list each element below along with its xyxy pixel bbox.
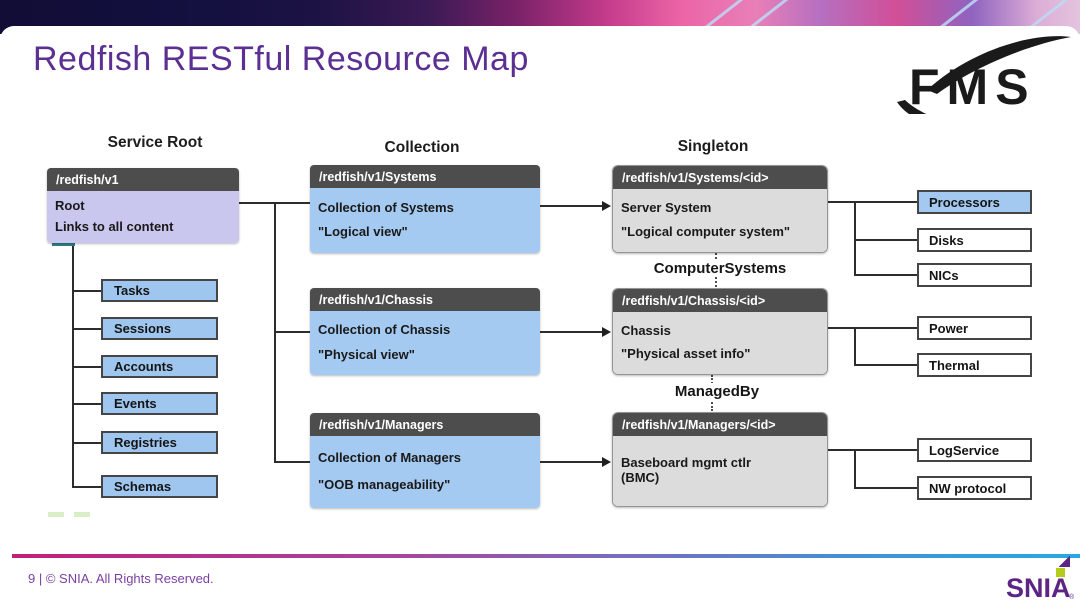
node-manager-singleton-path: /redfish/v1/Managers/<id> [613,413,827,436]
leaf-events: Events [101,392,218,415]
connector-to-chassis-collection [274,331,310,333]
leaf-thermal: Thermal [917,353,1032,377]
connector-branch-logservice [854,449,917,451]
connector-chassis-trunk [854,327,856,366]
node-system-singleton-line1: Server System [621,200,712,216]
node-chassis-collection-line2: "Physical view" [318,346,415,362]
node-systems-collection-line1: Collection of Systems [318,199,454,215]
node-manager-singleton-line2: (BMC) [621,470,660,485]
connector-branch-registries [72,442,101,444]
node-chassis-collection-line1: Collection of Chassis [318,322,451,338]
fms-top-swoosh [927,36,1071,94]
node-system-singleton-path: /redfish/v1/Systems/<id> [613,166,827,189]
fms-bottom-swoosh [897,100,927,114]
connector-branch-sessions [72,328,101,330]
connector-branch-accounts [72,366,101,368]
leaf-schemas: Schemas [101,475,218,498]
node-manager-singleton: /redfish/v1/Managers/<id> Baseboard mgmt… [612,412,828,507]
node-managers-collection-body: Collection of Managers "OOB manageabilit… [310,436,540,508]
footer-gradient-rule [12,554,1080,558]
connector-manager-trunk [854,449,856,488]
node-chassis-collection: /redfish/v1/Chassis Collection of Chassi… [310,288,540,375]
footer-copyright: 9 | © SNIA. All Rights Reserved. [28,571,214,586]
column-header-service-root: Service Root [107,134,203,151]
node-systems-collection-body: Collection of Systems "Logical view" [310,188,540,253]
node-system-singleton: /redfish/v1/Systems/<id> Server System "… [612,165,828,253]
leaf-power: Power [917,316,1032,340]
fms-logo: FMS [897,36,1071,114]
node-managers-collection-path: /redfish/v1/Managers [310,413,540,436]
node-managers-collection: /redfish/v1/Managers Collection of Manag… [310,413,540,508]
node-managers-collection-line1: Collection of Managers [318,450,462,466]
node-systems-collection-line2: "Logical view" [318,224,408,240]
arrow-head-systems [602,201,611,211]
leaf-sessions: Sessions [101,317,218,340]
node-managers-collection-line2: "OOB manageability" [318,477,451,492]
connector-branch-nwprotocol [854,487,917,489]
connector-branch-events [72,403,101,405]
node-chassis-singleton-line2: "Physical asset info" [621,346,751,362]
column-header-collection: Collection [384,139,460,156]
node-chassis-singleton-body: Chassis "Physical asset info" [613,312,827,374]
node-service-root-path: /redfish/v1 [47,168,239,191]
arrow-line-managers [540,461,602,463]
node-systems-collection: /redfish/v1/Systems Collection of System… [310,165,540,253]
leaf-nics: NICs [917,263,1032,287]
node-system-singleton-body: Server System "Logical computer system" [613,189,827,252]
arrow-head-managers [602,457,611,467]
node-chassis-singleton: /redfish/v1/Chassis/<id> Chassis "Physic… [612,288,828,375]
node-chassis-collection-path: /redfish/v1/Chassis [310,288,540,311]
column-header-singleton: Singleton [677,138,749,155]
leaf-disks: Disks [917,228,1032,252]
relation-managedby: ManagedBy [656,383,778,400]
node-service-root-line2: Links to all content [55,218,174,234]
leaf-nwprotocol: NW protocol [917,476,1032,500]
snia-logo: SNIA ® [1006,556,1075,600]
snia-logo-text: SNIA [1006,573,1071,600]
connector-branch-power [854,327,917,329]
arrow-line-systems [540,205,602,207]
node-manager-singleton-line1: Baseboard mgmt ctlr [621,455,752,471]
snia-registered-mark: ® [1069,593,1075,600]
connector-system-out [828,201,855,203]
leaf-registries: Registries [101,431,218,454]
fms-logo-text: FMS [909,59,1036,114]
node-service-root: /redfish/v1 Root Links to all content [47,168,239,243]
node-manager-singleton-body: Baseboard mgmt ctlr (BMC) [613,436,827,506]
leaf-processors: Processors [917,190,1032,214]
scan-artifact-mark [48,512,92,517]
connector-chassis-out [828,327,855,329]
connector-branch-processors [854,201,917,203]
connector-branch-tasks [72,290,101,292]
slide-card [0,26,1080,602]
arrow-head-chassis [602,327,611,337]
node-system-singleton-line2: "Logical computer system" [621,224,791,239]
relation-computersystems: ComputerSystems [640,260,800,277]
node-service-root-body: Root Links to all content [47,191,239,243]
connector-branch-schemas [72,486,101,488]
node-chassis-singleton-line1: Chassis [621,322,671,338]
node-chassis-collection-body: Collection of Chassis "Physical view" [310,311,540,375]
connector-branch-thermal [854,364,917,366]
node-chassis-singleton-path: /redfish/v1/Chassis/<id> [613,289,827,312]
leaf-accounts: Accounts [101,355,218,378]
node-systems-collection-path: /redfish/v1/Systems [310,165,540,188]
snia-arrow-mark [1058,556,1070,567]
leaf-tasks: Tasks [101,279,218,302]
page-title: Redfish RESTful Resource Map [33,40,529,78]
connector-branch-disks [854,239,917,241]
connector-to-managers-collection [274,461,310,463]
connector-branch-nics [854,274,917,276]
root-anchor-mark [52,243,75,246]
snia-green-square [1056,568,1065,577]
connector-system-trunk [854,201,856,276]
leaf-logservice: LogService [917,438,1032,462]
connector-manager-out [828,449,855,451]
arrow-line-chassis [540,331,602,333]
node-service-root-line1: Root [55,198,85,214]
